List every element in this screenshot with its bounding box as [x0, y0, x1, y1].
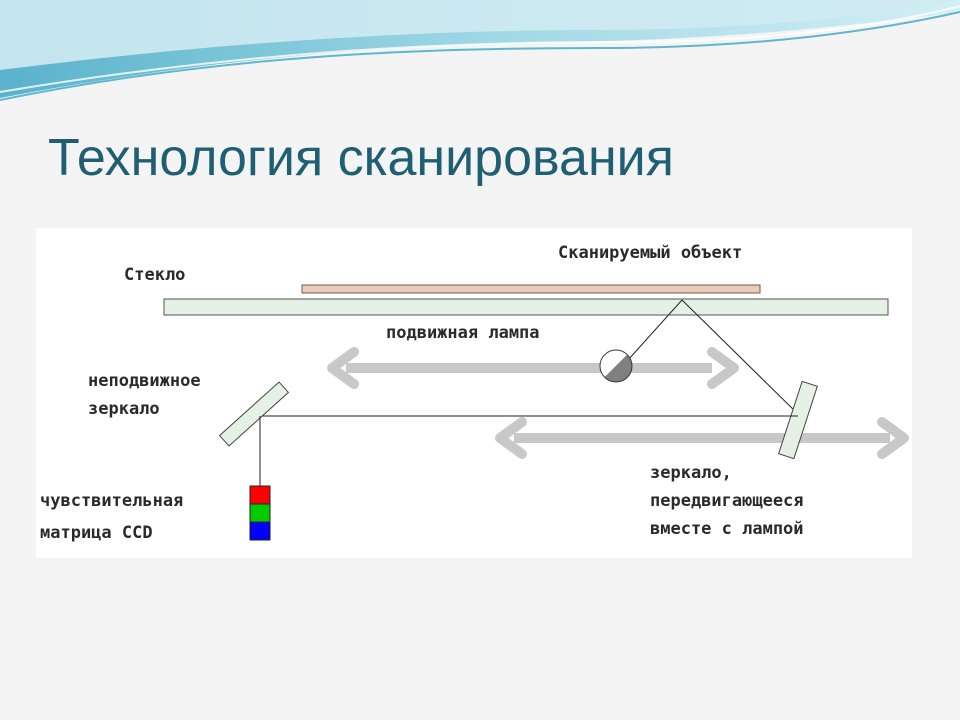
fixed-mirror-label-1: неподвижное: [88, 371, 201, 391]
moving-lamp-label: подвижная лампа: [386, 323, 540, 343]
lamp-motion-arrow-icon: [327, 347, 739, 389]
moving-mirror-label-1: зеркало,: [650, 463, 732, 483]
ccd-label-2: матрица CCD: [40, 523, 153, 543]
diagram-panel: [36, 228, 912, 558]
lamp-icon: [599, 349, 633, 383]
mirror-motion-arrow-icon: [495, 417, 909, 459]
slide-title: Технология сканирования: [48, 129, 674, 187]
fixed-mirror-label-2: зеркало: [88, 399, 160, 419]
ccd-sensor-icon: [249, 485, 271, 541]
ccd-red-cell: [249, 485, 271, 505]
wave-header: [0, 0, 960, 101]
fixed-mirror-icon: [218, 381, 290, 447]
scanned-object-label: Сканируемый объект: [558, 243, 742, 263]
ccd-green-cell: [249, 503, 271, 523]
light-ray-mirror: [681, 299, 801, 417]
moving-mirror-icon: [778, 380, 818, 460]
moving-mirror-label-2: передвигающееся: [650, 491, 804, 511]
scanned-object: [301, 284, 761, 294]
glass-plate: [163, 298, 889, 316]
light-ray-lamp: [627, 299, 683, 361]
moving-mirror-label-3: вместе с лампой: [650, 519, 804, 539]
ccd-blue-cell: [249, 521, 271, 541]
ccd-label-1: чувствительная: [40, 491, 183, 511]
glass-label: Стекло: [124, 265, 185, 285]
scanner-diagram: Сканируемый объект Стекло подвижная ламп…: [40, 243, 909, 543]
